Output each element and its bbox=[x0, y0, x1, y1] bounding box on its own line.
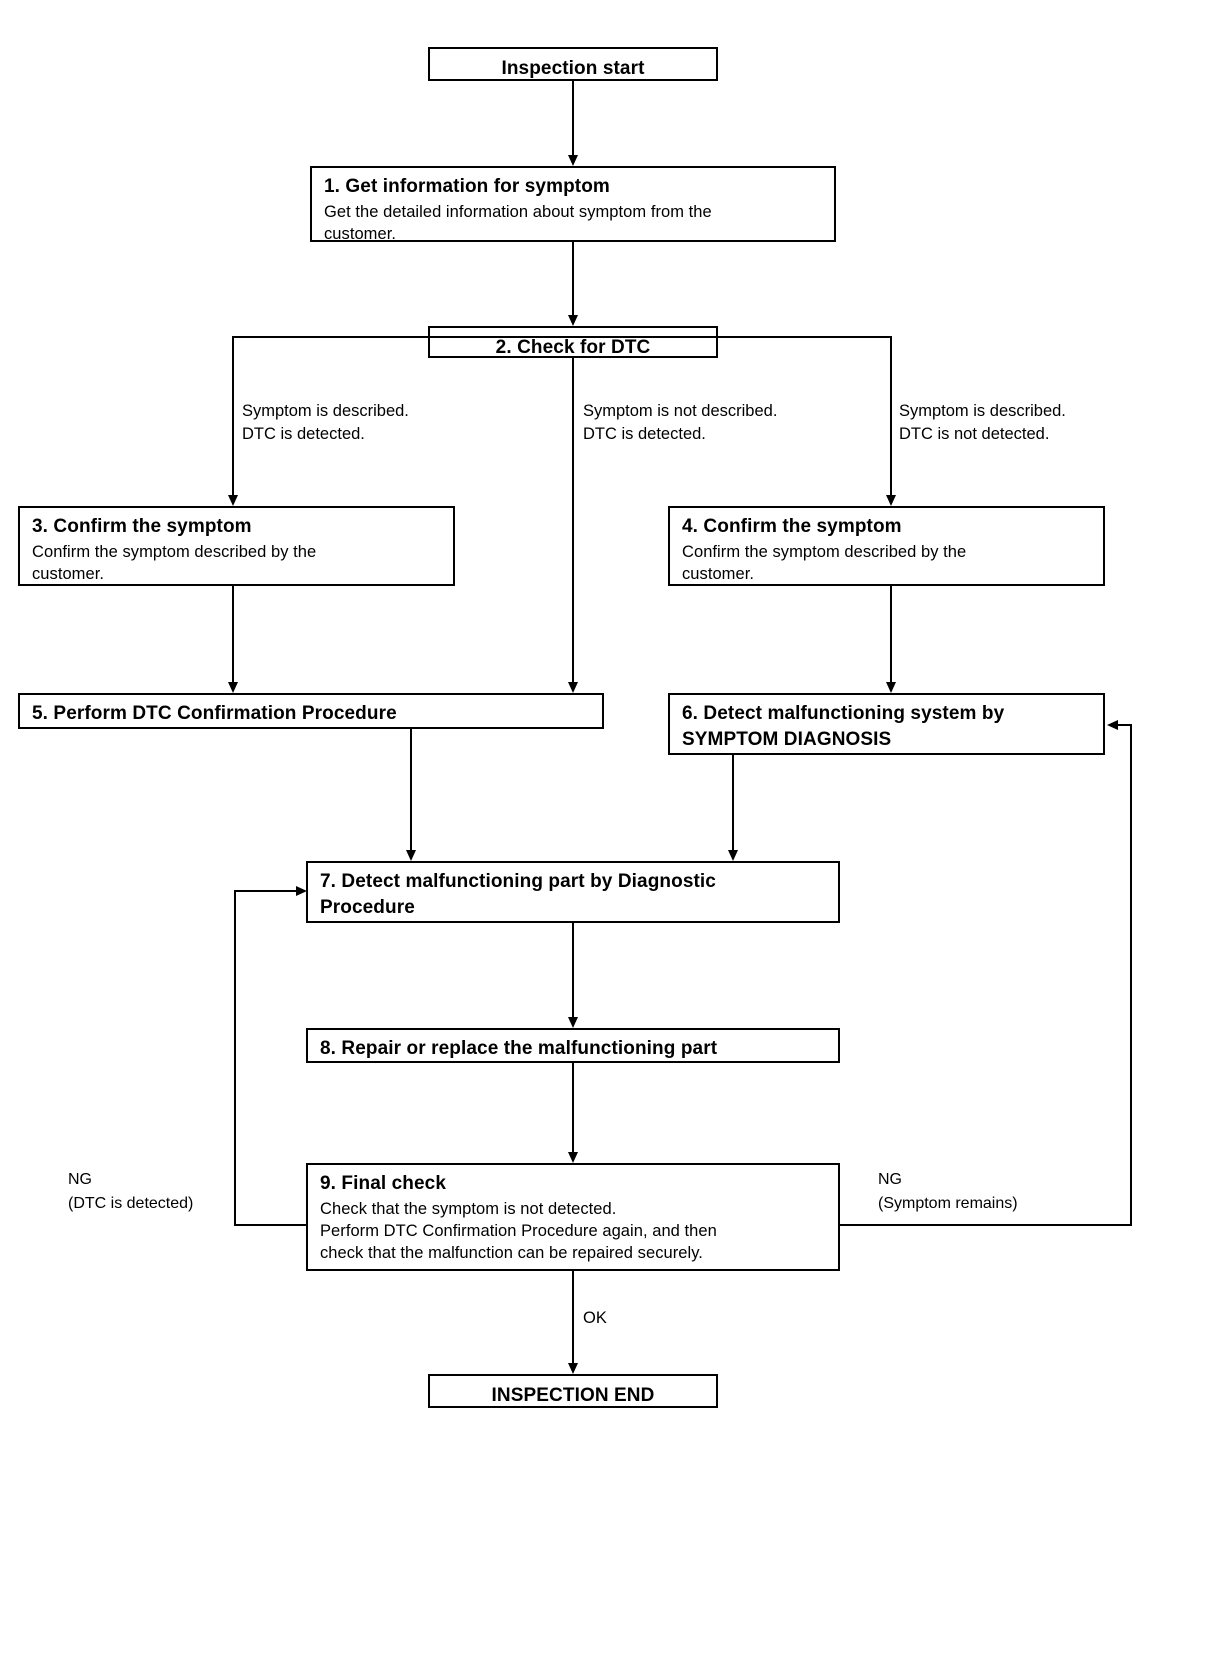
node-inspection-start[interactable]: Inspection start bbox=[428, 47, 718, 81]
arrowhead-step2-to-step4 bbox=[886, 495, 896, 506]
node-step-2-title: 2. Check for DTC bbox=[495, 337, 651, 358]
connector-step9-to-end bbox=[572, 1271, 574, 1363]
arrowhead-step2-to-step5 bbox=[568, 682, 578, 693]
node-inspection-end-label: INSPECTION END bbox=[491, 1385, 655, 1406]
arrowhead-step8-to-step9 bbox=[568, 1152, 578, 1163]
arrowhead-step6-to-step7 bbox=[728, 850, 738, 861]
node-inspection-start-label: Inspection start bbox=[501, 58, 645, 79]
node-step-3[interactable]: 3. Confirm the symptom Confirm the sympt… bbox=[18, 506, 455, 586]
node-step-3-body: Confirm the symptom described by the cus… bbox=[32, 543, 317, 583]
node-step-2[interactable]: 2. Check for DTC bbox=[428, 326, 718, 358]
arrowhead-step9-to-end bbox=[568, 1363, 578, 1374]
edge-label-ok: OK bbox=[583, 1309, 607, 1327]
connector-ng-right-vertical bbox=[1130, 724, 1132, 1226]
edge-label-branch-right: Symptom is described. DTC is not detecte… bbox=[899, 402, 1066, 443]
node-step-9[interactable]: 9. Final check Check that the symptom is… bbox=[306, 1163, 840, 1271]
arrowhead-step1-to-step2 bbox=[568, 315, 578, 326]
node-step-8[interactable]: 8. Repair or replace the malfunctioning … bbox=[306, 1028, 840, 1063]
connector-step1-to-step2 bbox=[572, 242, 574, 315]
arrowhead-ng-right-to-step6 bbox=[1107, 720, 1118, 730]
branch-bus-step2 bbox=[232, 336, 892, 338]
node-step-7[interactable]: 7. Detect malfunctioning part by Diagnos… bbox=[306, 861, 840, 923]
arrowhead-step5-to-step7 bbox=[406, 850, 416, 861]
node-step-9-title: 9. Final check bbox=[320, 1173, 447, 1194]
node-step-1-body: Get the detailed information about sympt… bbox=[324, 203, 712, 243]
node-step-5[interactable]: 5. Perform DTC Confirmation Procedure bbox=[18, 693, 604, 729]
node-step-9-body: Check that the symptom is not detected. … bbox=[320, 1200, 717, 1262]
arrowhead-step3-to-step5 bbox=[228, 682, 238, 693]
connector-step4-to-step6 bbox=[890, 586, 892, 682]
node-step-4[interactable]: 4. Confirm the symptom Confirm the sympt… bbox=[668, 506, 1105, 586]
connector-step2-middle-branch bbox=[572, 358, 574, 682]
edge-label-ng-right: NG (Symptom remains) bbox=[878, 1171, 1018, 1212]
node-step-6-title: 6. Detect malfunctioning system by SYMPT… bbox=[682, 703, 1005, 750]
arrowhead-step2-to-step3 bbox=[228, 495, 238, 506]
node-step-1[interactable]: 1. Get information for symptom Get the d… bbox=[310, 166, 836, 243]
connector-step2-left-branch bbox=[232, 336, 234, 495]
connector-step5-to-step7 bbox=[410, 729, 412, 850]
connector-ng-right-top bbox=[1118, 724, 1132, 726]
edge-label-ng-left: NG (DTC is detected) bbox=[68, 1171, 194, 1212]
arrowhead-step4-to-step6 bbox=[886, 682, 896, 693]
node-step-7-title: 7. Detect malfunctioning part by Diagnos… bbox=[320, 871, 716, 918]
edge-label-branch-left: Symptom is described. DTC is detected. bbox=[242, 402, 409, 443]
connector-ng-left-top bbox=[234, 890, 296, 892]
connector-ng-left-vertical bbox=[234, 890, 236, 1226]
node-step-4-title: 4. Confirm the symptom bbox=[682, 516, 902, 537]
connector-ng-right-bottom bbox=[840, 1224, 1132, 1226]
connector-step3-to-step5 bbox=[232, 586, 234, 682]
node-step-3-title: 3. Confirm the symptom bbox=[32, 516, 252, 537]
node-step-1-title: 1. Get information for symptom bbox=[324, 176, 610, 197]
connector-step2-right-branch bbox=[890, 336, 892, 495]
node-step-6[interactable]: 6. Detect malfunctioning system by SYMPT… bbox=[668, 693, 1105, 755]
connector-step6-to-step7 bbox=[732, 755, 734, 850]
arrowhead-step7-to-step8 bbox=[568, 1017, 578, 1028]
connector-step8-to-step9 bbox=[572, 1063, 574, 1152]
node-step-8-title: 8. Repair or replace the malfunctioning … bbox=[320, 1038, 718, 1059]
edge-label-branch-middle: Symptom is not described. DTC is detecte… bbox=[583, 402, 778, 443]
connector-ng-left-bottom bbox=[234, 1224, 308, 1226]
arrowhead-ng-left-to-step7 bbox=[296, 886, 307, 896]
node-step-5-title: 5. Perform DTC Confirmation Procedure bbox=[32, 703, 397, 724]
arrowhead-start-to-step1 bbox=[568, 155, 578, 166]
connector-step7-to-step8 bbox=[572, 923, 574, 1017]
node-step-4-body: Confirm the symptom described by the cus… bbox=[682, 543, 967, 583]
node-inspection-end[interactable]: INSPECTION END bbox=[428, 1374, 718, 1408]
connector-start-to-step1 bbox=[572, 81, 574, 155]
